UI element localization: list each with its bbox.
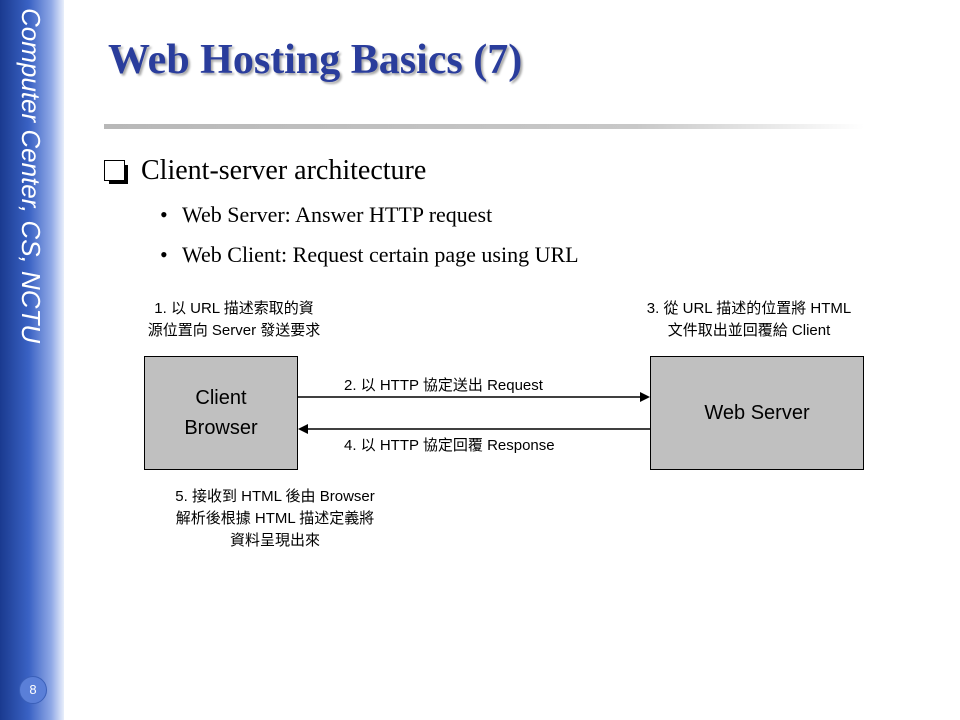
request-arrow-label: 2. 以 HTTP 協定送出 Request — [344, 377, 543, 394]
client-browser-box: Client Browser — [144, 356, 298, 470]
sub-bullet-1-text: Web Server: Answer HTTP request — [182, 202, 493, 227]
sub-bullet-2-text: Web Client: Request certain page using U… — [182, 242, 579, 267]
bullet-dot-icon: • — [160, 242, 168, 267]
main-bullet: Client-server architecture — [104, 155, 426, 187]
checkbox-bullet-icon — [104, 160, 128, 184]
sub-bullet-1: • Web Server: Answer HTTP request — [160, 202, 492, 228]
sub-bullet-2: • Web Client: Request certain page using … — [160, 242, 579, 268]
page-number: 8 — [19, 676, 47, 704]
note-server-reply: 3. 從 URL 描述的位置將 HTML 文件取出並回覆給 Client — [646, 300, 852, 339]
sidebar: Computer Center, CS, NCTU — [0, 0, 64, 720]
bullet-dot-icon: • — [160, 202, 168, 227]
slide-title: Web Hosting Basics (7) — [108, 37, 523, 83]
request-arrowhead — [640, 392, 650, 402]
note-client-render: 5. 接收到 HTML 後由 Browser 解析後根據 HTML 描述定義將 … — [175, 488, 375, 549]
response-arrowhead — [298, 424, 308, 434]
note-client-request: 1. 以 URL 描述索取的資 源位置向 Server 發送要求 — [147, 300, 321, 339]
response-arrow-label: 4. 以 HTTP 協定回覆 Response — [344, 437, 555, 454]
main-bullet-text: Client-server architecture — [141, 155, 427, 186]
client-box-line1: Client — [195, 387, 247, 409]
client-box-line2: Browser — [184, 417, 258, 439]
title-divider — [104, 124, 864, 129]
web-server-box: Web Server — [650, 356, 864, 470]
